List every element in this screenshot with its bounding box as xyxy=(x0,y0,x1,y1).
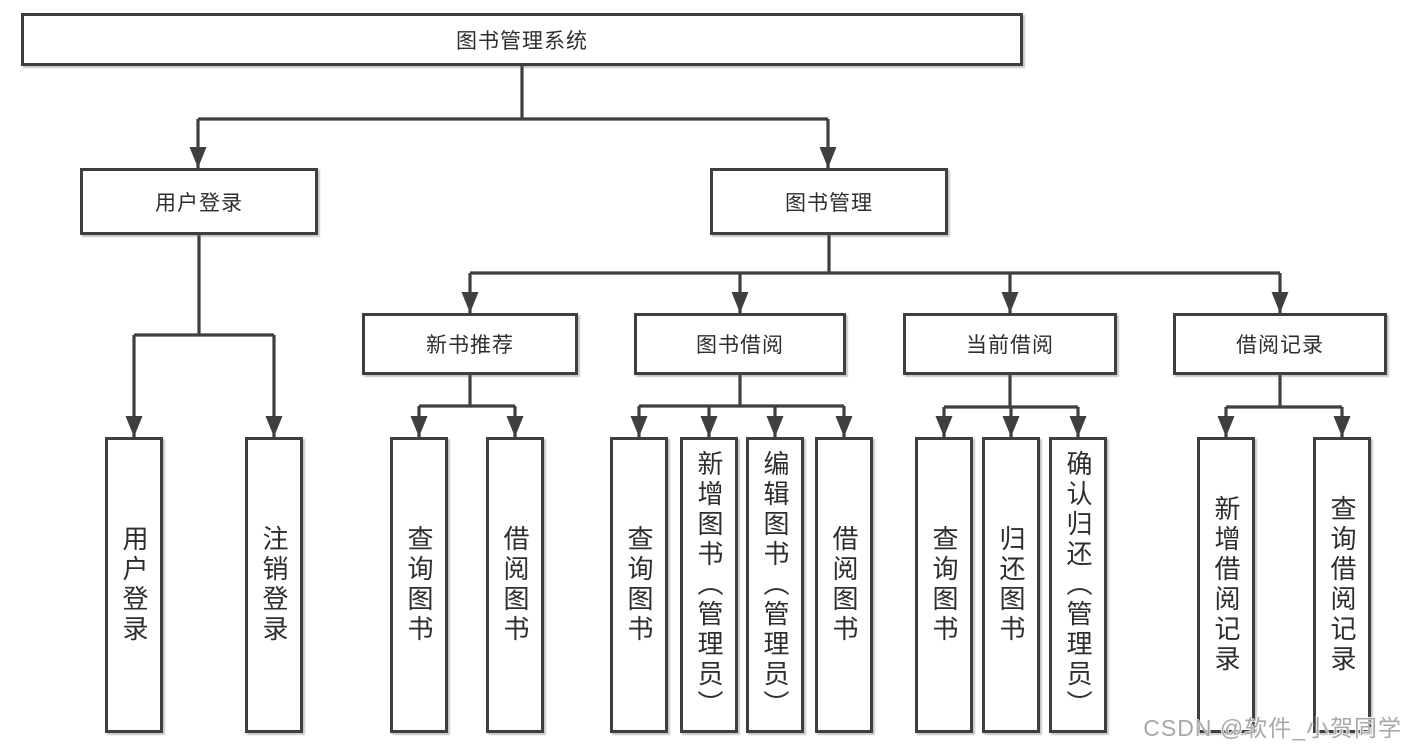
node-current-borrowing: 当前借阅 xyxy=(903,313,1117,375)
leaf-borrow-books-borrowing: 借阅图书 xyxy=(815,437,873,733)
leaf-query-books-borrowing: 查询图书 xyxy=(610,437,668,733)
node-root: 图书管理系统 xyxy=(21,13,1023,66)
leaf-return-books: 归还图书 xyxy=(982,437,1040,733)
leaf-query-borrow-record: 查询借阅记录 xyxy=(1313,437,1371,733)
leaf-edit-books-admin: 编辑图书（管理员） xyxy=(746,437,804,733)
leaf-logout-login: 注销登录 xyxy=(245,437,303,733)
node-book-management: 图书管理 xyxy=(710,168,948,235)
leaf-query-books-current: 查询图书 xyxy=(915,437,973,733)
node-borrowing-records: 借阅记录 xyxy=(1173,313,1387,375)
leaf-confirm-return-admin: 确认归还（管理员） xyxy=(1049,437,1107,733)
node-new-book-recommend: 新书推荐 xyxy=(362,313,578,375)
node-user-login: 用户登录 xyxy=(80,168,318,235)
leaf-borrow-books-recommend: 借阅图书 xyxy=(486,437,544,733)
watermark: CSDN @软件_小贺同学 xyxy=(1143,715,1402,741)
node-book-borrowing: 图书借阅 xyxy=(634,313,846,375)
leaf-add-books-admin: 新增图书（管理员） xyxy=(680,437,738,733)
leaf-add-borrow-record: 新增借阅记录 xyxy=(1197,437,1255,733)
leaf-query-books-recommend: 查询图书 xyxy=(390,437,448,733)
leaf-user-login: 用户登录 xyxy=(105,437,163,733)
